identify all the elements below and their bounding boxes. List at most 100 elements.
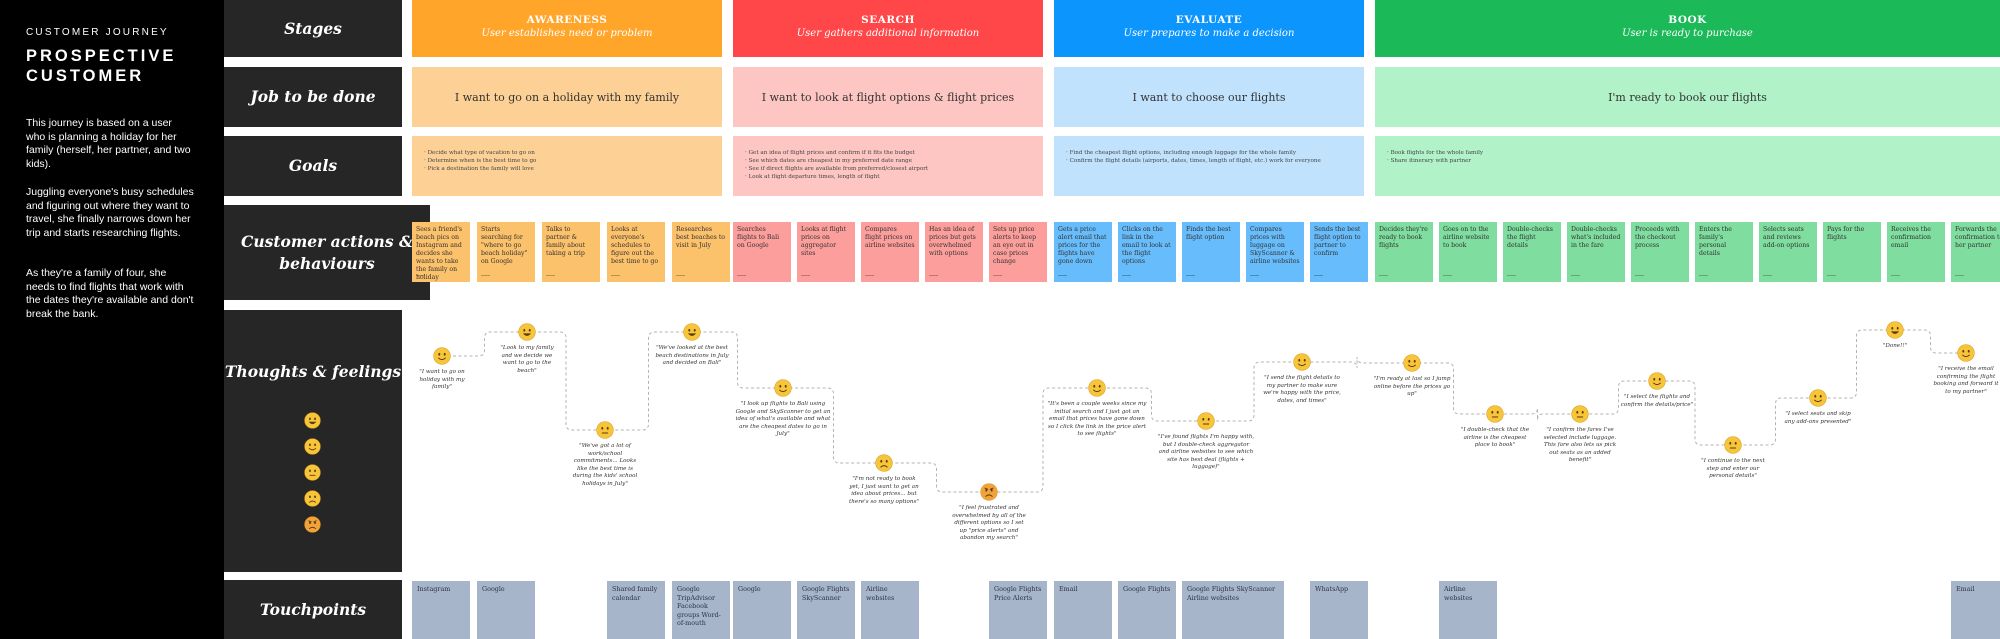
action-sticky-note: Sets up price alerts to keep an eye out …	[989, 222, 1047, 282]
thought-quote: "I'm not ready to book yet, I just want …	[849, 476, 919, 505]
note-footer-mark	[1250, 275, 1259, 276]
emotion-point	[518, 323, 536, 345]
action-sticky-note: Forwards the confirmation to her partner	[1951, 222, 2000, 282]
touchpoint-card: Google Flights SkyScanner	[797, 581, 855, 639]
note-footer-mark	[1058, 275, 1067, 276]
action-text: Gets a price alert email that prices for…	[1058, 226, 1107, 265]
note-footer-mark	[801, 275, 810, 276]
action-sticky-note: Goes on to the airline website to book	[1439, 222, 1497, 282]
emotion-scale-item	[304, 438, 321, 459]
persona-paragraph-3: As they're a family of four, she needs t…	[26, 267, 194, 320]
note-footer-mark	[1379, 275, 1388, 276]
action-text: Forwards the confirmation to her partner	[1955, 226, 2000, 249]
note-footer-mark	[1443, 275, 1452, 276]
sidebar: CUSTOMER JOURNEY PROSPECTIVE CUSTOMER Th…	[0, 0, 224, 639]
goal-item: Find the cheapest flight options, includ…	[1066, 149, 1364, 157]
thought-quote: "I receive the email confirming the flig…	[1933, 366, 1999, 395]
goals-card: Book flights for the whole familyShare i…	[1375, 136, 2000, 196]
emotion-scale-item	[304, 490, 321, 511]
emotion-point	[1957, 344, 1975, 366]
note-footer-mark	[929, 275, 938, 276]
touchpoint-card: Google Flights Price Alerts	[989, 581, 1047, 639]
note-footer-mark	[416, 275, 425, 276]
action-sticky-note: Researches best beaches to visit in July	[672, 222, 730, 282]
action-sticky-note: Has an idea of prices but gets overwhelm…	[925, 222, 983, 282]
action-text: Searches flights to Bali on Google	[737, 226, 780, 249]
emotion-point	[1088, 379, 1106, 401]
touchpoint-card: Email	[1054, 581, 1112, 639]
angry-face-icon	[304, 516, 321, 533]
note-footer-mark	[993, 275, 1002, 276]
persona-paragraph-1: This journey is based on a user who is p…	[26, 117, 191, 170]
action-text: Starts searching for "where to go beach …	[481, 226, 528, 265]
action-text: Sees a friend's beach pics on Instagram …	[416, 226, 463, 281]
happy-face-icon	[1648, 372, 1666, 390]
neutral-face-icon	[1724, 436, 1742, 454]
touchpoint-card: Shared family calendar	[607, 581, 665, 639]
emotion-point	[1403, 354, 1421, 376]
action-sticky-note: Searches flights to Bali on Google	[733, 222, 791, 282]
goals-list: Find the cheapest flight options, includ…	[1054, 136, 1364, 165]
happy-face-icon	[1957, 344, 1975, 362]
goals-card: Get an idea of flight prices and confirm…	[733, 136, 1043, 196]
note-footer-mark	[1571, 275, 1580, 276]
action-sticky-note: Selects seats and reviews add-on options	[1759, 222, 1817, 282]
action-sticky-note: Starts searching for "where to go beach …	[477, 222, 535, 282]
goal-item: Confirm the flight details (airports, da…	[1066, 157, 1364, 165]
action-text: Finds the best flight option	[1186, 226, 1231, 241]
thought-quote: "Look to my family and we decide we want…	[500, 345, 554, 374]
note-footer-mark	[611, 275, 620, 276]
note-footer-mark	[1763, 275, 1772, 276]
stage-name: EVALUATE	[1175, 14, 1243, 26]
emotion-point	[1886, 321, 1904, 343]
touchpoint-card: Airline websites	[861, 581, 919, 639]
action-text: Sends the best flight option to partner …	[1314, 226, 1361, 257]
stage-name: AWARENESS	[526, 14, 608, 26]
goals-card: Find the cheapest flight options, includ…	[1054, 136, 1364, 196]
emotion-scale-item	[304, 464, 321, 485]
note-footer-mark	[546, 275, 555, 276]
action-sticky-note: Compares prices with luggage on SkyScann…	[1246, 222, 1304, 282]
action-text: Compares flight prices on airline websit…	[865, 226, 915, 249]
goal-item: Determine when is the best time to go	[424, 157, 722, 165]
note-footer-mark	[865, 275, 874, 276]
happy-face-icon	[1403, 354, 1421, 372]
neutral-face-icon	[1486, 405, 1504, 423]
action-text: Looks at flight prices on aggregator sit…	[801, 226, 847, 257]
job-to-be-done: I want to look at flight options & fligh…	[733, 67, 1043, 127]
touchpoint-card: WhatsApp	[1310, 581, 1368, 639]
happy-face-icon	[433, 347, 451, 365]
emotion-point	[1571, 405, 1589, 427]
very-happy-face-icon	[683, 323, 701, 341]
stage-description: User is ready to purchase	[1622, 28, 1753, 39]
goal-item: Look at flight departure times, length o…	[745, 173, 1043, 181]
action-text: Decides they're ready to book flights	[1379, 226, 1428, 249]
row-label-touchpoints: Touchpoints	[224, 580, 402, 639]
job-to-be-done: I want to go on a holiday with my family	[412, 67, 722, 127]
action-sticky-note: Receives the confirmation email	[1887, 222, 1945, 282]
thought-quote: "I select seats and skip any add-ons pre…	[1784, 411, 1852, 425]
goals-card: Decide what type of vacation to go onDet…	[412, 136, 722, 196]
action-text: Double-checks the flight details	[1507, 226, 1553, 249]
sad-face-icon	[304, 490, 321, 507]
touchpoint-card: Instagram	[412, 581, 470, 639]
action-text: Clicks on the link in the email to look …	[1122, 226, 1171, 265]
sad-face-icon	[875, 454, 893, 472]
thought-quote: "I want to go on holiday with my family"	[419, 369, 465, 390]
action-sticky-note: Sends the best flight option to partner …	[1310, 222, 1368, 282]
thought-quote: "I select the flights and confirm the de…	[1620, 394, 1694, 408]
touchpoint-card: Google	[477, 581, 535, 639]
action-text: Double-checks what's included in the far…	[1571, 226, 1621, 249]
note-footer-mark	[1507, 275, 1516, 276]
note-footer-mark	[1314, 275, 1323, 276]
emotion-point	[1648, 372, 1666, 394]
emotion-point	[875, 454, 893, 476]
goal-item: See if direct flights are available from…	[745, 165, 1043, 173]
goal-item: See which dates are cheapest in my prefe…	[745, 157, 1043, 165]
thought-quote: "I confirm the fares I've selected inclu…	[1543, 427, 1617, 463]
thought-quote: "I double-check that the airline is the …	[1460, 427, 1530, 448]
persona-title: PROSPECTIVE CUSTOMER	[26, 47, 177, 85]
